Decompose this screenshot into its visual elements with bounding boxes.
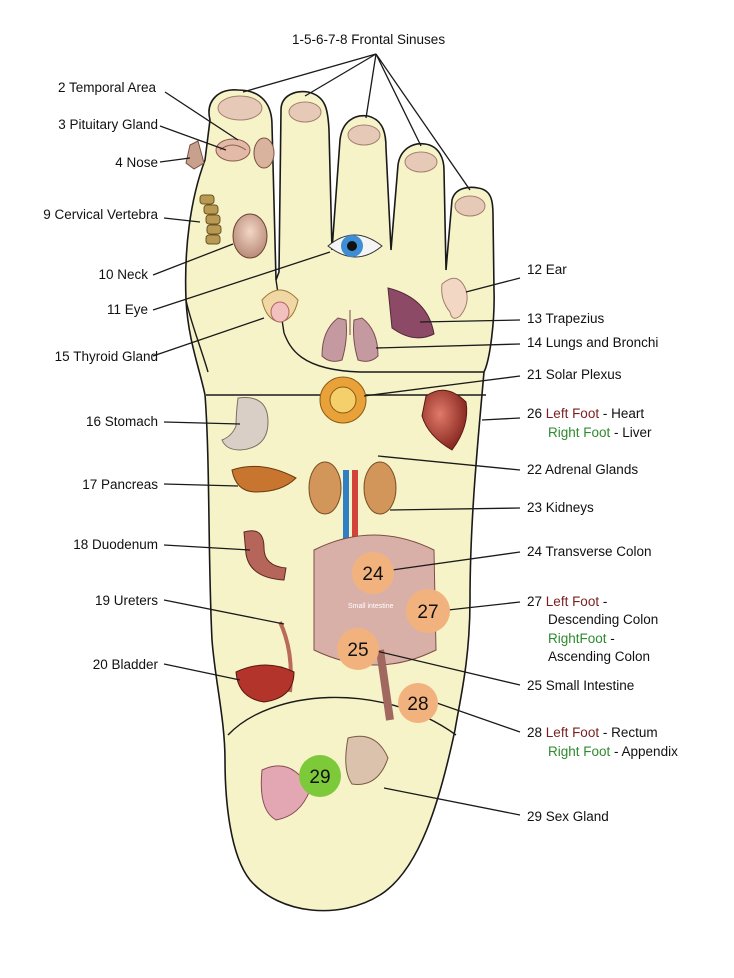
heart-left-foot: Left Foot <box>545 406 600 421</box>
colon-left-foot: Left Foot <box>545 594 600 609</box>
label-ureters: 19 Ureters <box>94 593 158 608</box>
label-pituitary-gland: 3 Pituitary Gland <box>58 117 158 132</box>
rectum-right-foot: Right Foot <box>548 744 611 759</box>
nose-icon <box>185 140 205 170</box>
label-thyroid-gland: 15 Thyroid Gland <box>54 349 158 364</box>
circle-24-label: 24 <box>362 564 384 585</box>
label-sex-gland: 29 Sex Gland <box>527 809 609 824</box>
temporal-icon <box>253 137 275 169</box>
toe-nail-icon <box>288 101 322 123</box>
heart-right-foot: Right Foot <box>548 425 611 440</box>
circle-27-marker <box>406 589 450 633</box>
circle-29-marker <box>299 755 341 797</box>
toe-nail-icon <box>347 124 381 146</box>
duodenum-icon <box>243 530 287 581</box>
colon-right-rest: - <box>606 631 615 646</box>
spine-icon <box>199 194 222 245</box>
small-intestine-inner-label: Small intestine <box>348 603 394 610</box>
label-duodenum: 18 Duodenum <box>73 537 158 552</box>
label-kidneys: 23 Kidneys <box>527 500 594 515</box>
colon-num: 27 <box>527 594 543 609</box>
rectum-num: 28 <box>527 725 543 740</box>
brain-icon <box>215 138 251 162</box>
toe-nail-icon <box>404 151 438 173</box>
label-liver-line: Right Foot - Liver <box>548 425 652 441</box>
label-ascending-colon: Ascending Colon <box>548 649 651 664</box>
label-nose: 4 Nose <box>115 155 158 170</box>
label-descending-colon: Descending Colon <box>548 612 659 627</box>
kidneys-icon <box>308 461 397 560</box>
label-trapezius: 13 Trapezius <box>527 311 605 326</box>
circle-27-label: 27 <box>417 602 438 623</box>
circle-25-marker <box>337 628 379 670</box>
label-frontal-sinuses: 1-5-6-7-8 Frontal Sinuses <box>292 32 446 47</box>
toe-nails <box>217 95 486 217</box>
label-neck: 10 Neck <box>98 267 148 282</box>
circle-24-marker <box>352 552 394 594</box>
rectum-left-rest: - Rectum <box>599 725 658 740</box>
label-ear: 12 Ear <box>527 262 567 277</box>
label-heart-liver: 26 Left Foot - Heart <box>527 406 644 422</box>
heart-left-rest: - Heart <box>599 406 645 421</box>
label-colon-27: 27 Left Foot - <box>527 594 607 610</box>
trapezius-icon <box>387 287 435 339</box>
solar-plexus-icon <box>319 376 367 424</box>
pointer-lines <box>152 53 521 816</box>
circle-25-label: 25 <box>347 640 368 661</box>
label-transverse-colon: 24 Transverse Colon <box>527 544 652 559</box>
eye-icon <box>327 234 383 258</box>
rectum-right-rest: - Appendix <box>610 744 678 759</box>
heart-num: 26 <box>527 406 543 421</box>
toe-nail-icon <box>217 95 263 121</box>
heart-right-rest: - Liver <box>610 425 652 440</box>
rectum-left-foot: Left Foot <box>545 725 600 740</box>
label-appendix: Right Foot - Appendix <box>548 744 678 760</box>
label-bladder: 20 Bladder <box>92 657 158 672</box>
label-cervical-vertebra: 9 Cervical Vertebra <box>43 207 158 222</box>
bladder-icon <box>235 664 295 703</box>
neck-icon <box>232 213 268 259</box>
label-small-intestine: 25 Small Intestine <box>527 678 635 693</box>
label-temporal-area: 2 Temporal Area <box>57 80 156 95</box>
label-colon-right: RightFoot - <box>548 631 615 647</box>
colon-left-rest: - <box>599 594 608 609</box>
label-rectum: 28 Left Foot - Rectum <box>527 725 658 741</box>
circle-28-label: 28 <box>407 694 428 715</box>
lungs-icon <box>321 310 379 362</box>
thyroid-icon <box>261 289 299 323</box>
label-pancreas: 17 Pancreas <box>82 477 158 492</box>
circle-29-label: 29 <box>309 767 330 788</box>
pancreas-icon <box>231 465 297 493</box>
colon-right-foot: RightFoot <box>548 631 607 646</box>
circle-28-marker <box>398 683 438 723</box>
label-eye: 11 Eye <box>106 302 148 317</box>
heart-icon <box>421 389 468 451</box>
ear-icon <box>441 277 468 319</box>
toe-nail-icon <box>454 195 486 217</box>
label-solar-plexus: 21 Solar Plexus <box>527 367 622 382</box>
foot-outline <box>184 89 495 912</box>
label-stomach: 16 Stomach <box>85 414 158 429</box>
label-lungs-bronchi: 14 Lungs and Bronchi <box>527 335 659 350</box>
label-adrenal-glands: 22 Adrenal Glands <box>527 462 639 477</box>
sex-gland-icon <box>260 735 389 821</box>
number-circles: 24 27 25 28 29 Small intestine <box>299 552 450 797</box>
